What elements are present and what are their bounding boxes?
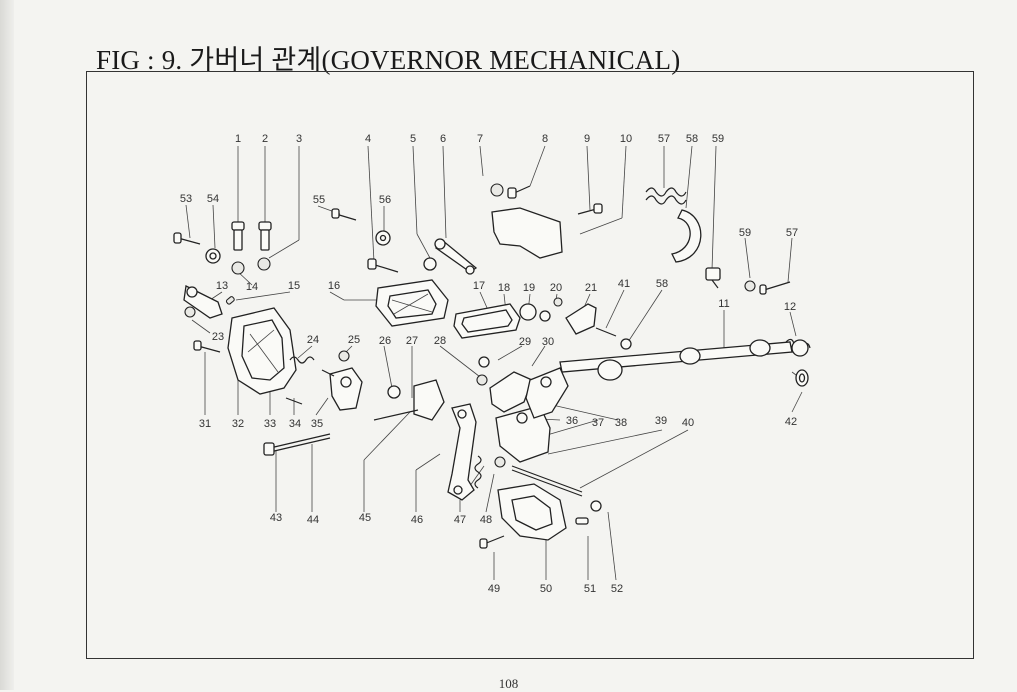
callout-42: 42: [785, 416, 797, 428]
callout-39: 39: [655, 415, 667, 427]
callout-37: 37: [592, 417, 604, 429]
callout-8: 8: [542, 133, 548, 145]
callout-34: 34: [289, 418, 301, 430]
callout-5: 5: [410, 133, 416, 145]
callout-20: 20: [550, 282, 562, 294]
callout-52: 52: [611, 583, 623, 595]
callout-17: 17: [473, 280, 485, 292]
callout-56: 56: [379, 194, 391, 206]
callout-6: 6: [440, 133, 446, 145]
callout-21: 21: [585, 282, 597, 294]
callout-29: 29: [519, 336, 531, 348]
callout-labels-top-row: 1 2 3 4 5 6 7 8 9 10 57 58 59: [235, 133, 724, 145]
parts-drawing: [173, 183, 811, 549]
callout-19: 19: [523, 282, 535, 294]
callout-51: 51: [584, 583, 596, 595]
callout-57: 57: [658, 133, 670, 145]
callout-23: 23: [212, 331, 224, 343]
callout-13: 13: [216, 280, 228, 292]
callout-59: 59: [712, 133, 724, 145]
callout-11: 11: [718, 298, 729, 310]
callout-2: 2: [262, 133, 268, 145]
callout-59b: 59: [739, 227, 751, 239]
callout-1: 1: [235, 133, 241, 145]
callout-31: 31: [199, 418, 211, 430]
callout-43: 43: [270, 512, 282, 524]
callout-53: 53: [180, 193, 192, 205]
callout-18: 18: [498, 282, 510, 294]
callout-30: 30: [542, 336, 554, 348]
callout-33: 33: [264, 418, 276, 430]
callout-41: 41: [618, 278, 630, 290]
callout-32: 32: [232, 418, 244, 430]
callout-46: 46: [411, 514, 423, 526]
callout-58: 58: [686, 133, 698, 145]
callout-57b: 57: [786, 227, 798, 239]
callout-49: 49: [488, 583, 500, 595]
callout-27: 27: [406, 335, 418, 347]
callout-36: 36: [566, 415, 578, 427]
callout-25: 25: [348, 334, 360, 346]
page-number: 108: [498, 676, 519, 691]
page-title: FIG : 9. 가버너 관계(GOVERNOR MECHANICAL): [96, 45, 681, 75]
callout-10: 10: [620, 133, 632, 145]
callout-3: 3: [296, 133, 302, 145]
callout-12: 12: [784, 301, 796, 313]
callout-leader-lines: [185, 145, 803, 581]
callout-26: 26: [379, 335, 391, 347]
callout-54: 54: [207, 193, 219, 205]
callout-labels: 53 54 55 56 14 15 13 16 17 18 19 20 21 4…: [180, 193, 798, 595]
diagram-frame: [86, 71, 974, 659]
callout-40: 40: [682, 417, 694, 429]
callout-9: 9: [584, 133, 590, 145]
callout-15: 15: [288, 280, 300, 292]
page-gutter: [0, 0, 14, 690]
callout-44: 44: [307, 514, 319, 526]
callout-28: 28: [434, 335, 446, 347]
callout-38: 38: [615, 417, 627, 429]
callout-24: 24: [307, 334, 319, 346]
callout-45: 45: [359, 512, 371, 524]
callout-55: 55: [313, 194, 325, 206]
callout-50: 50: [540, 583, 552, 595]
callout-48: 48: [480, 514, 492, 526]
callout-16: 16: [328, 280, 340, 292]
callout-47: 47: [454, 514, 466, 526]
callout-35: 35: [311, 418, 323, 430]
callout-58b: 58: [656, 278, 668, 290]
callout-4: 4: [365, 133, 371, 145]
callout-14: 14: [246, 281, 258, 293]
callout-7: 7: [477, 133, 483, 145]
